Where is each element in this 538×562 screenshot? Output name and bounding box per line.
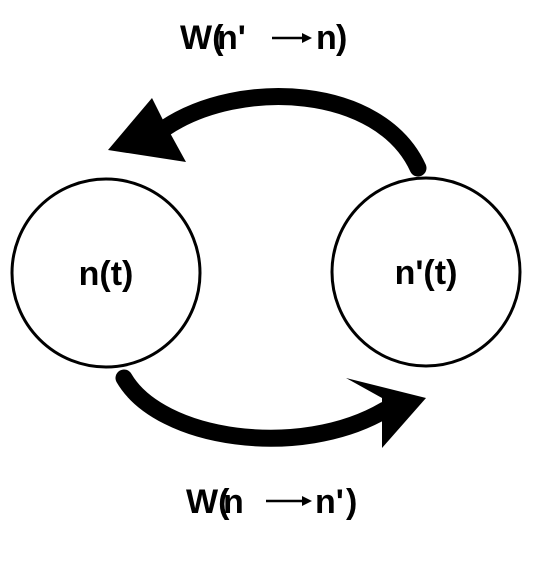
bottom-transition-arrow: [115, 369, 426, 448]
top-transition-arrow: [108, 88, 427, 177]
bottom-arrowhead-icon: [346, 378, 426, 448]
top-rate-suffix: ): [336, 19, 347, 57]
top-rate-to: n: [316, 19, 337, 57]
top-rate-arrow-icon: [272, 33, 312, 43]
top-rate-prefix: W(: [180, 19, 224, 57]
state-left-label: n(t): [79, 255, 134, 293]
top-transition-label: W( n' n ): [180, 19, 347, 57]
top-arrowhead-icon: [108, 98, 186, 162]
state-right-label: n'(t): [395, 254, 458, 292]
bottom-rate-prefix: W(: [186, 483, 230, 521]
bottom-rate-suffix: ): [346, 483, 357, 521]
state-right: n'(t): [330, 176, 522, 368]
bottom-rate-from: n: [223, 483, 244, 521]
bottom-transition-label: W( n n' ): [186, 483, 357, 521]
bottom-rate-arrow-icon: [266, 496, 312, 506]
top-rate-from: n': [217, 19, 246, 57]
state-left: n(t): [10, 177, 202, 369]
bottom-rate-to: n': [315, 483, 344, 521]
